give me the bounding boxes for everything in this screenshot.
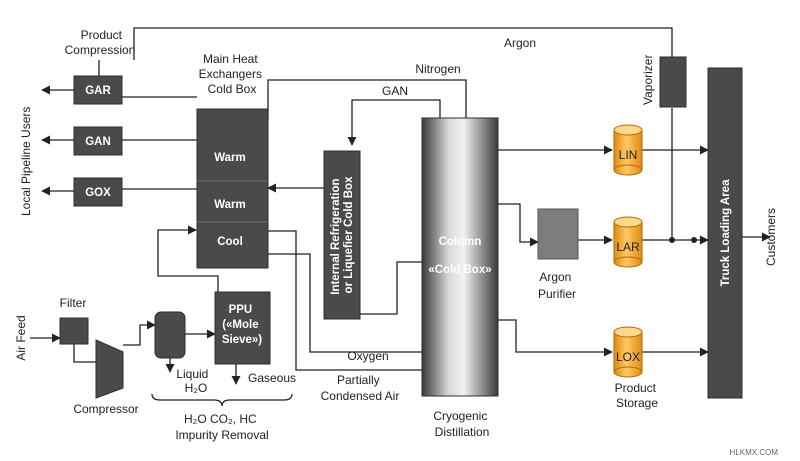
vaporizer-box <box>659 56 687 108</box>
partially-condensed-air-label: Partially Condensed Air <box>321 373 400 403</box>
hx-warm1-label: Warm <box>214 152 246 164</box>
heat-exchanger-box <box>196 108 269 269</box>
filter-label: Filter <box>60 296 87 310</box>
truck-loading-area-box <box>707 67 743 399</box>
product-storage-label: Product Storage <box>615 381 660 410</box>
filter-box <box>59 317 89 345</box>
heat-exchangers-label: Main Heat Exchangers Cold Box <box>199 52 266 96</box>
lox-tank <box>613 326 643 378</box>
gar-label: GAR <box>85 85 111 97</box>
lox-label: LOX <box>616 350 640 364</box>
dryer-box <box>154 311 186 359</box>
column-label: Column <box>439 236 482 248</box>
ppu-box <box>214 291 271 365</box>
product-compression-boxes <box>73 75 123 207</box>
lin-tank <box>613 124 643 176</box>
hx-warm2-label: Warm <box>214 199 246 211</box>
product-compression-label: Product Compression <box>65 28 136 57</box>
refrigeration-label: Internal Refrigeration or Liquefier Cold… <box>330 175 355 295</box>
argon-purifier-box <box>537 208 579 260</box>
gan-box <box>73 126 123 156</box>
customers-label: Customers <box>764 208 778 266</box>
lar-label: LAR <box>616 240 640 254</box>
gar-box <box>73 75 123 105</box>
hx-cool-label: Cool <box>217 236 243 248</box>
liquid-h2o-label: Liquid H₂O <box>176 367 211 395</box>
watermark: HLKMX.COM <box>730 448 779 457</box>
compressor-icon <box>95 339 124 399</box>
flow-lines <box>30 27 771 407</box>
compressor-label: Compressor <box>73 402 138 416</box>
argon-purifier-label: Argon Purifier <box>538 270 576 301</box>
refrigeration-box <box>323 150 361 320</box>
lin-label: LIN <box>619 148 638 162</box>
gaseous-label: Gaseous <box>248 371 296 385</box>
gox-label: GOX <box>85 187 111 199</box>
gan-label: GAN <box>85 136 111 148</box>
cold-box-label: «Cold Box» <box>428 264 491 276</box>
impurity-removal-label: H₂O CO₂, HC Impurity Removal <box>175 412 268 442</box>
oxygen-label: Oxygen <box>347 349 388 363</box>
cryogenic-distillation-label: Cryogenic Distillation <box>433 409 490 439</box>
local-pipeline-users-label: Local Pipeline Users <box>19 107 33 216</box>
nitrogen-label: Nitrogen <box>415 62 460 76</box>
argon-label: Argon <box>504 36 536 50</box>
vaporizer-label: Vaporizer <box>641 55 655 105</box>
gox-box <box>73 177 123 207</box>
lar-tank <box>613 216 643 268</box>
air-feed-label: Air Feed <box>14 315 28 360</box>
ppu-label: PPU («Mole Sieve») <box>222 304 262 346</box>
distillation-column <box>421 117 499 397</box>
truck-loading-label: Truck Loading Area <box>720 179 732 287</box>
gan-top-label: GAN <box>382 84 408 98</box>
